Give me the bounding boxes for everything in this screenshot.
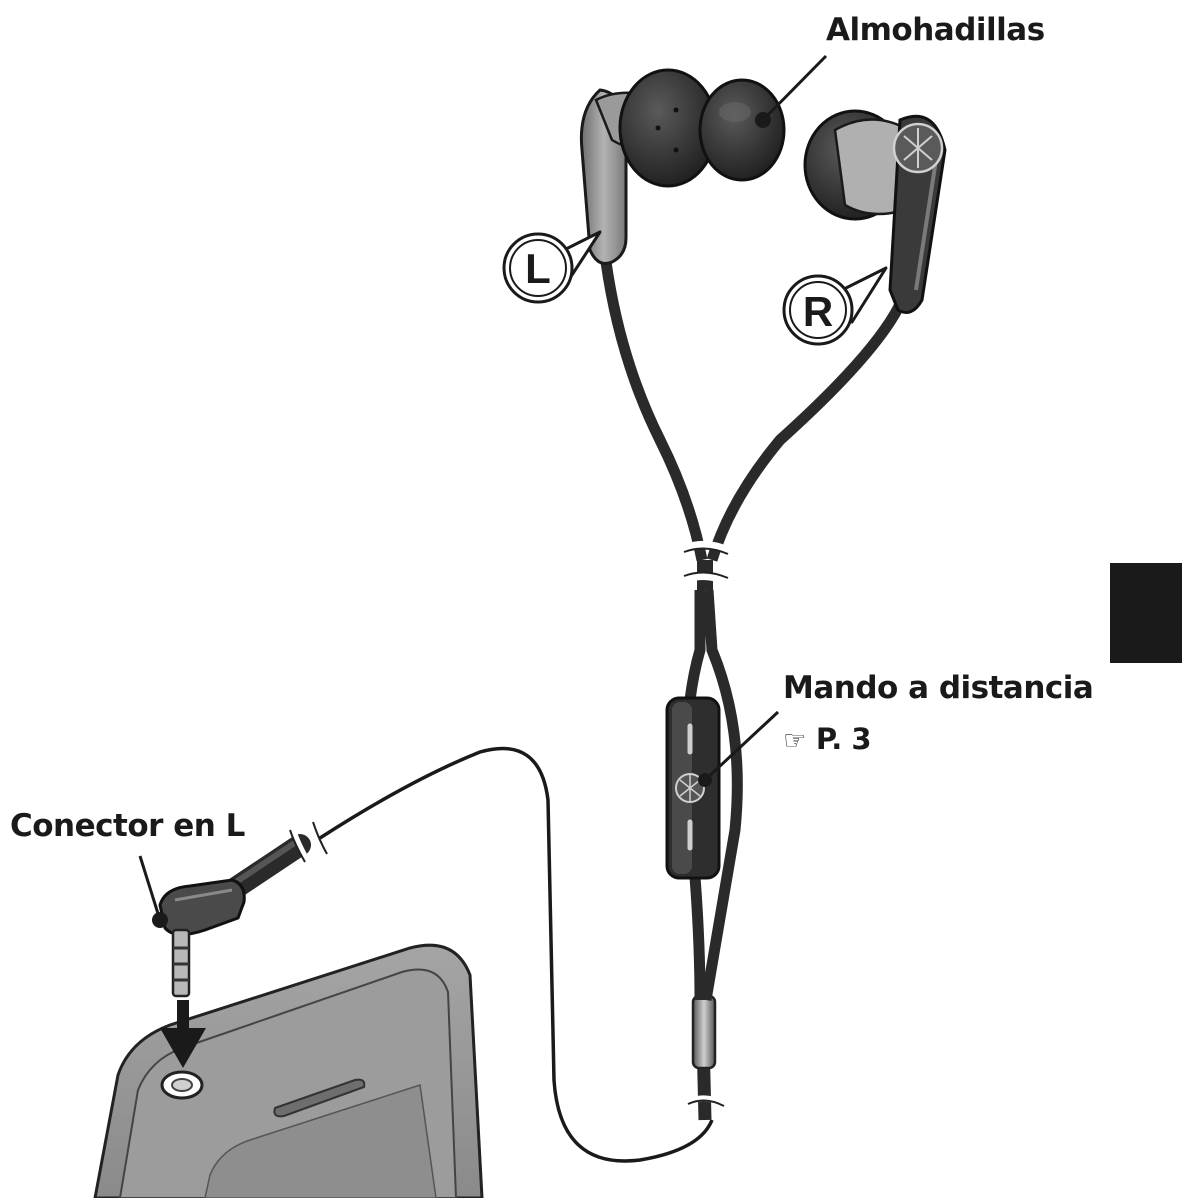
section-tab xyxy=(1110,563,1182,663)
page-reference: ☞ P. 3 xyxy=(783,722,872,756)
remote-control xyxy=(665,696,721,880)
l-connector-label: Conector en L xyxy=(10,808,245,844)
remote-control-label: Mando a distancia xyxy=(783,670,1094,706)
leader-ear-tips xyxy=(761,54,828,122)
ear-tips-label: Almohadillas xyxy=(826,12,1045,48)
left-marker-text: L xyxy=(525,245,551,292)
l-plug xyxy=(158,821,328,998)
leader-remote xyxy=(703,710,780,782)
extension-cable xyxy=(319,746,714,1163)
speaker-slot xyxy=(273,1078,366,1118)
ear-tip xyxy=(698,78,786,182)
right-marker: R xyxy=(782,266,888,346)
smartphone xyxy=(93,943,484,1200)
page-reference-text: P. 3 xyxy=(815,722,872,756)
right-earphone xyxy=(803,109,947,314)
leader-connector xyxy=(138,855,162,921)
down-arrow-icon xyxy=(160,1000,206,1068)
cord-sleeve xyxy=(691,994,717,1070)
yamaha-logo-icon xyxy=(675,773,705,803)
pointing-hand-icon: ☞ xyxy=(783,726,806,756)
main-cords xyxy=(600,261,908,1121)
right-marker-text: R xyxy=(803,288,833,335)
headphone-jack xyxy=(160,1070,204,1100)
yamaha-logo-icon xyxy=(892,122,944,174)
left-earphone xyxy=(579,68,786,265)
left-marker: L xyxy=(502,230,602,304)
